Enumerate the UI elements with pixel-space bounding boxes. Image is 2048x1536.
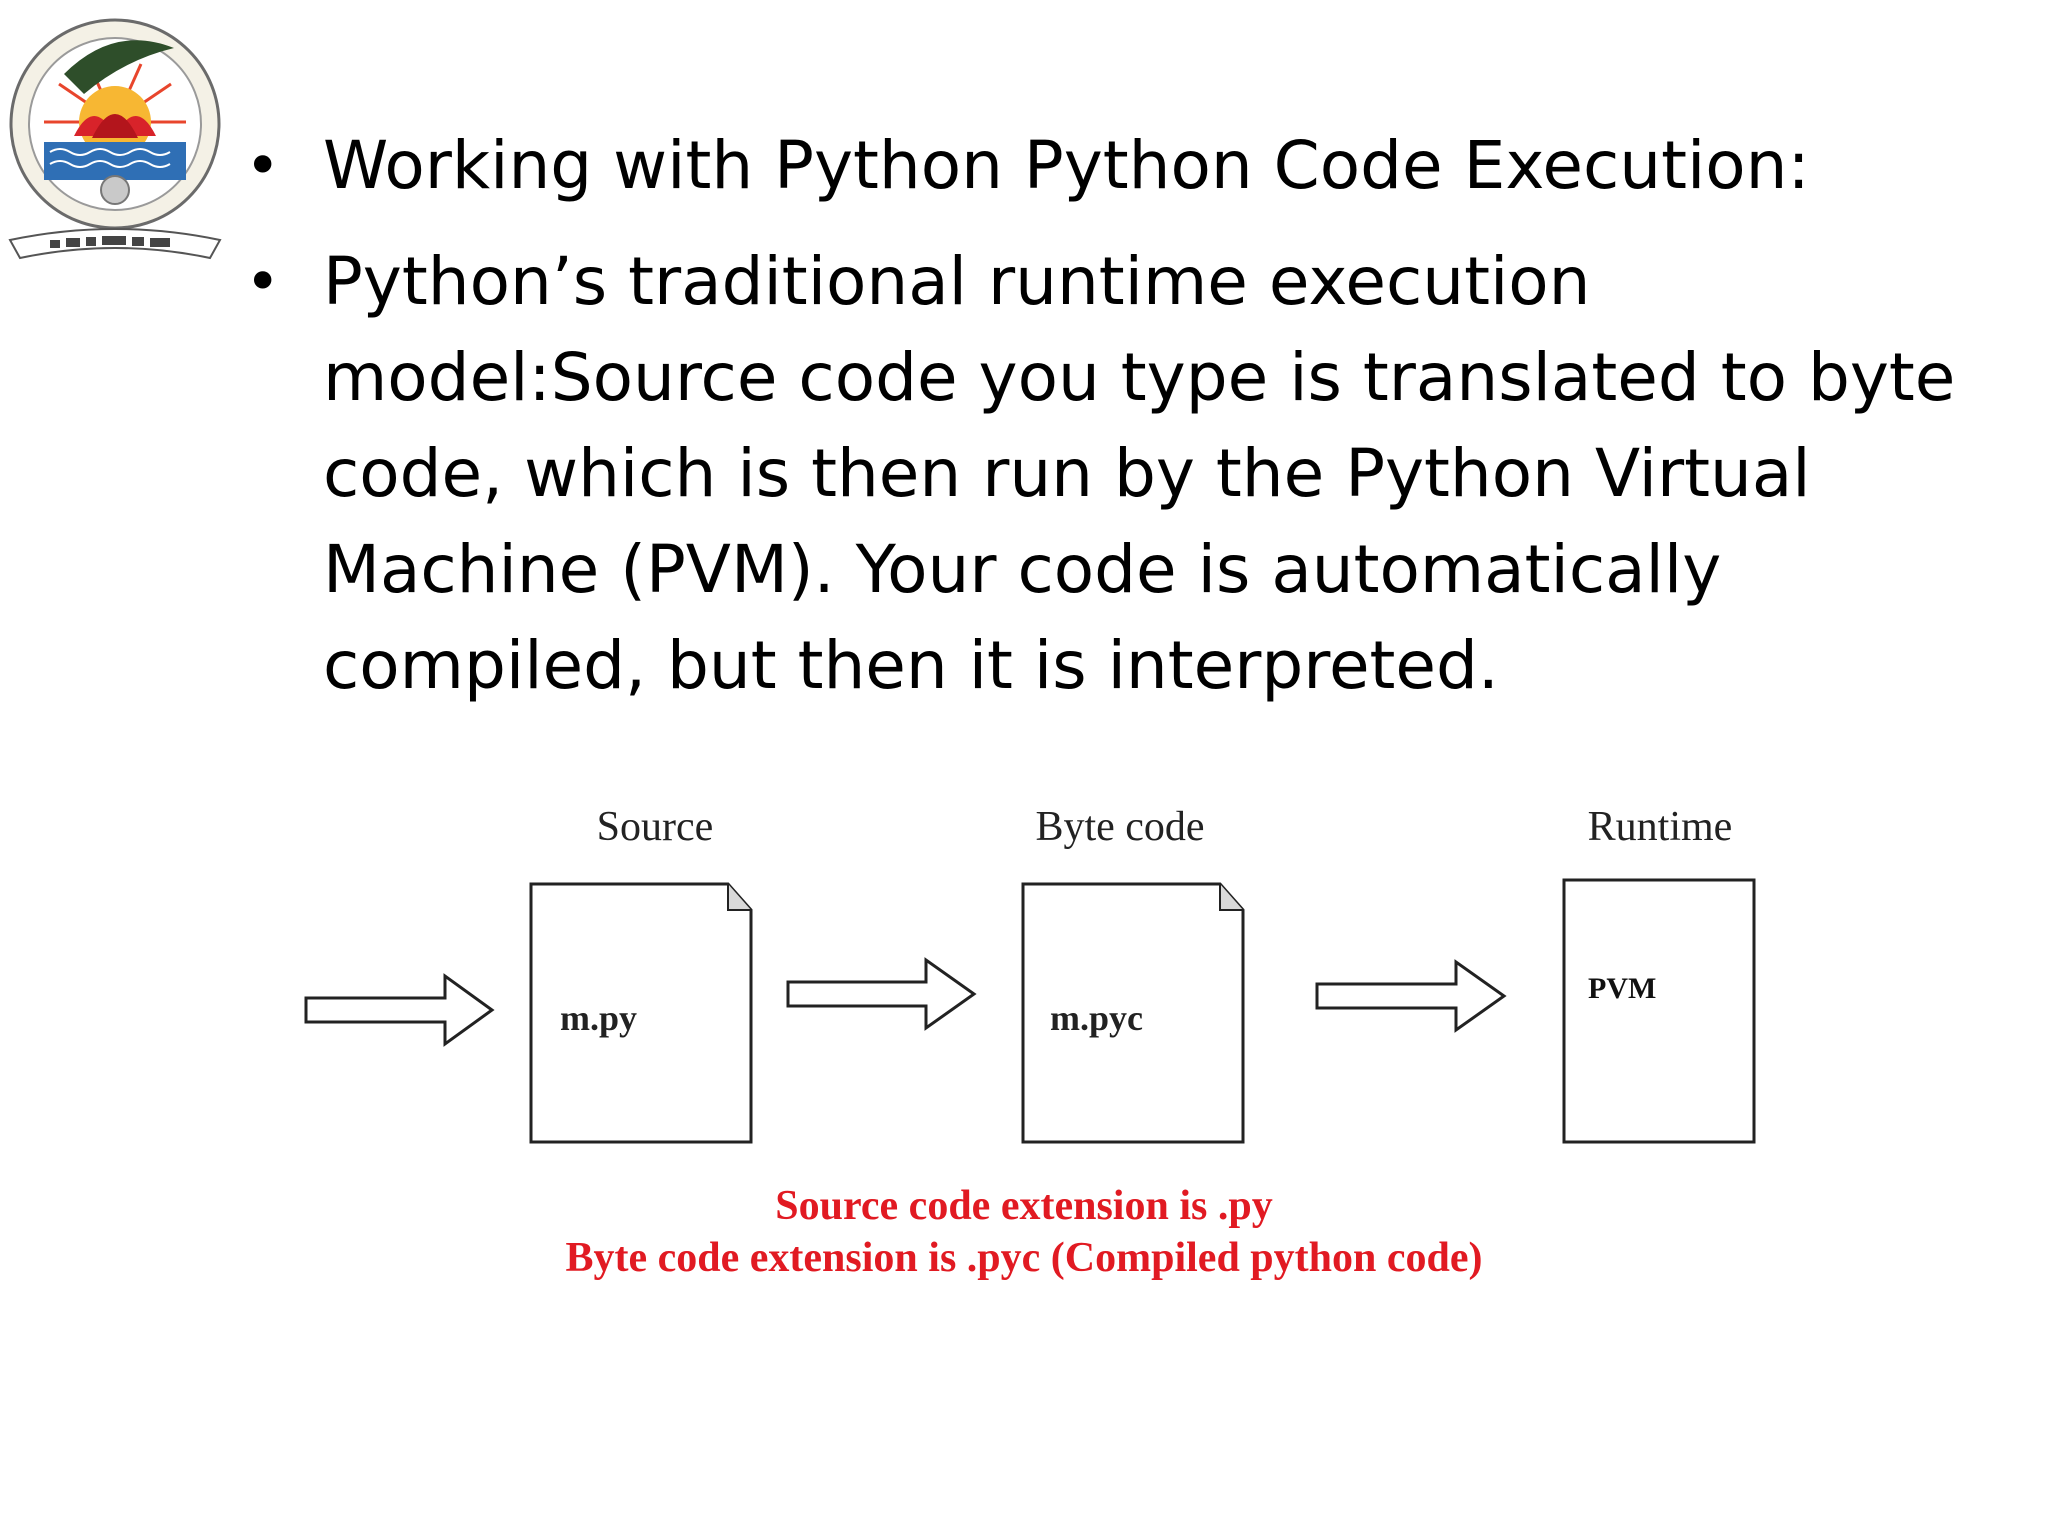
runtime-box: [1562, 878, 1756, 1144]
document-icon: [1021, 882, 1245, 1144]
bullet-marker: •: [245, 131, 281, 201]
bullet-text: Python’s traditional runtime execution m…: [323, 243, 1956, 704]
execution-flow-diagram: Source Byte code Runtime m.py m.pyc PVM: [304, 804, 1756, 1144]
bytecode-extension-note: Byte code extension is .pyc (Compiled py…: [565, 1235, 1483, 1281]
bullet-text: Working with Python Python Code Executio…: [323, 127, 1810, 204]
bytecode-heading: Byte code: [1035, 804, 1204, 850]
institution-seal-logo: [8, 18, 222, 260]
document-icon: [529, 882, 753, 1144]
right-arrow-icon: [304, 973, 495, 1047]
source-extension-note: Source code extension is .py: [775, 1183, 1273, 1229]
runtime-heading: Runtime: [1588, 804, 1733, 850]
pvm-label: PVM: [1588, 972, 1656, 1005]
bullet-item: • Python’s traditional runtime execution…: [245, 234, 1965, 714]
right-arrow-icon: [786, 957, 977, 1031]
source-file-label: m.py: [560, 998, 637, 1038]
bullet-list: • Working with Python Python Code Execut…: [245, 118, 1965, 734]
bytecode-file-label: m.pyc: [1050, 998, 1143, 1038]
source-heading: Source: [597, 804, 714, 850]
right-arrow-icon: [1315, 959, 1507, 1033]
bullet-marker: •: [245, 247, 281, 317]
extension-notes: Source code extension is .py Byte code e…: [0, 1180, 2048, 1284]
bullet-item: • Working with Python Python Code Execut…: [245, 118, 1965, 214]
